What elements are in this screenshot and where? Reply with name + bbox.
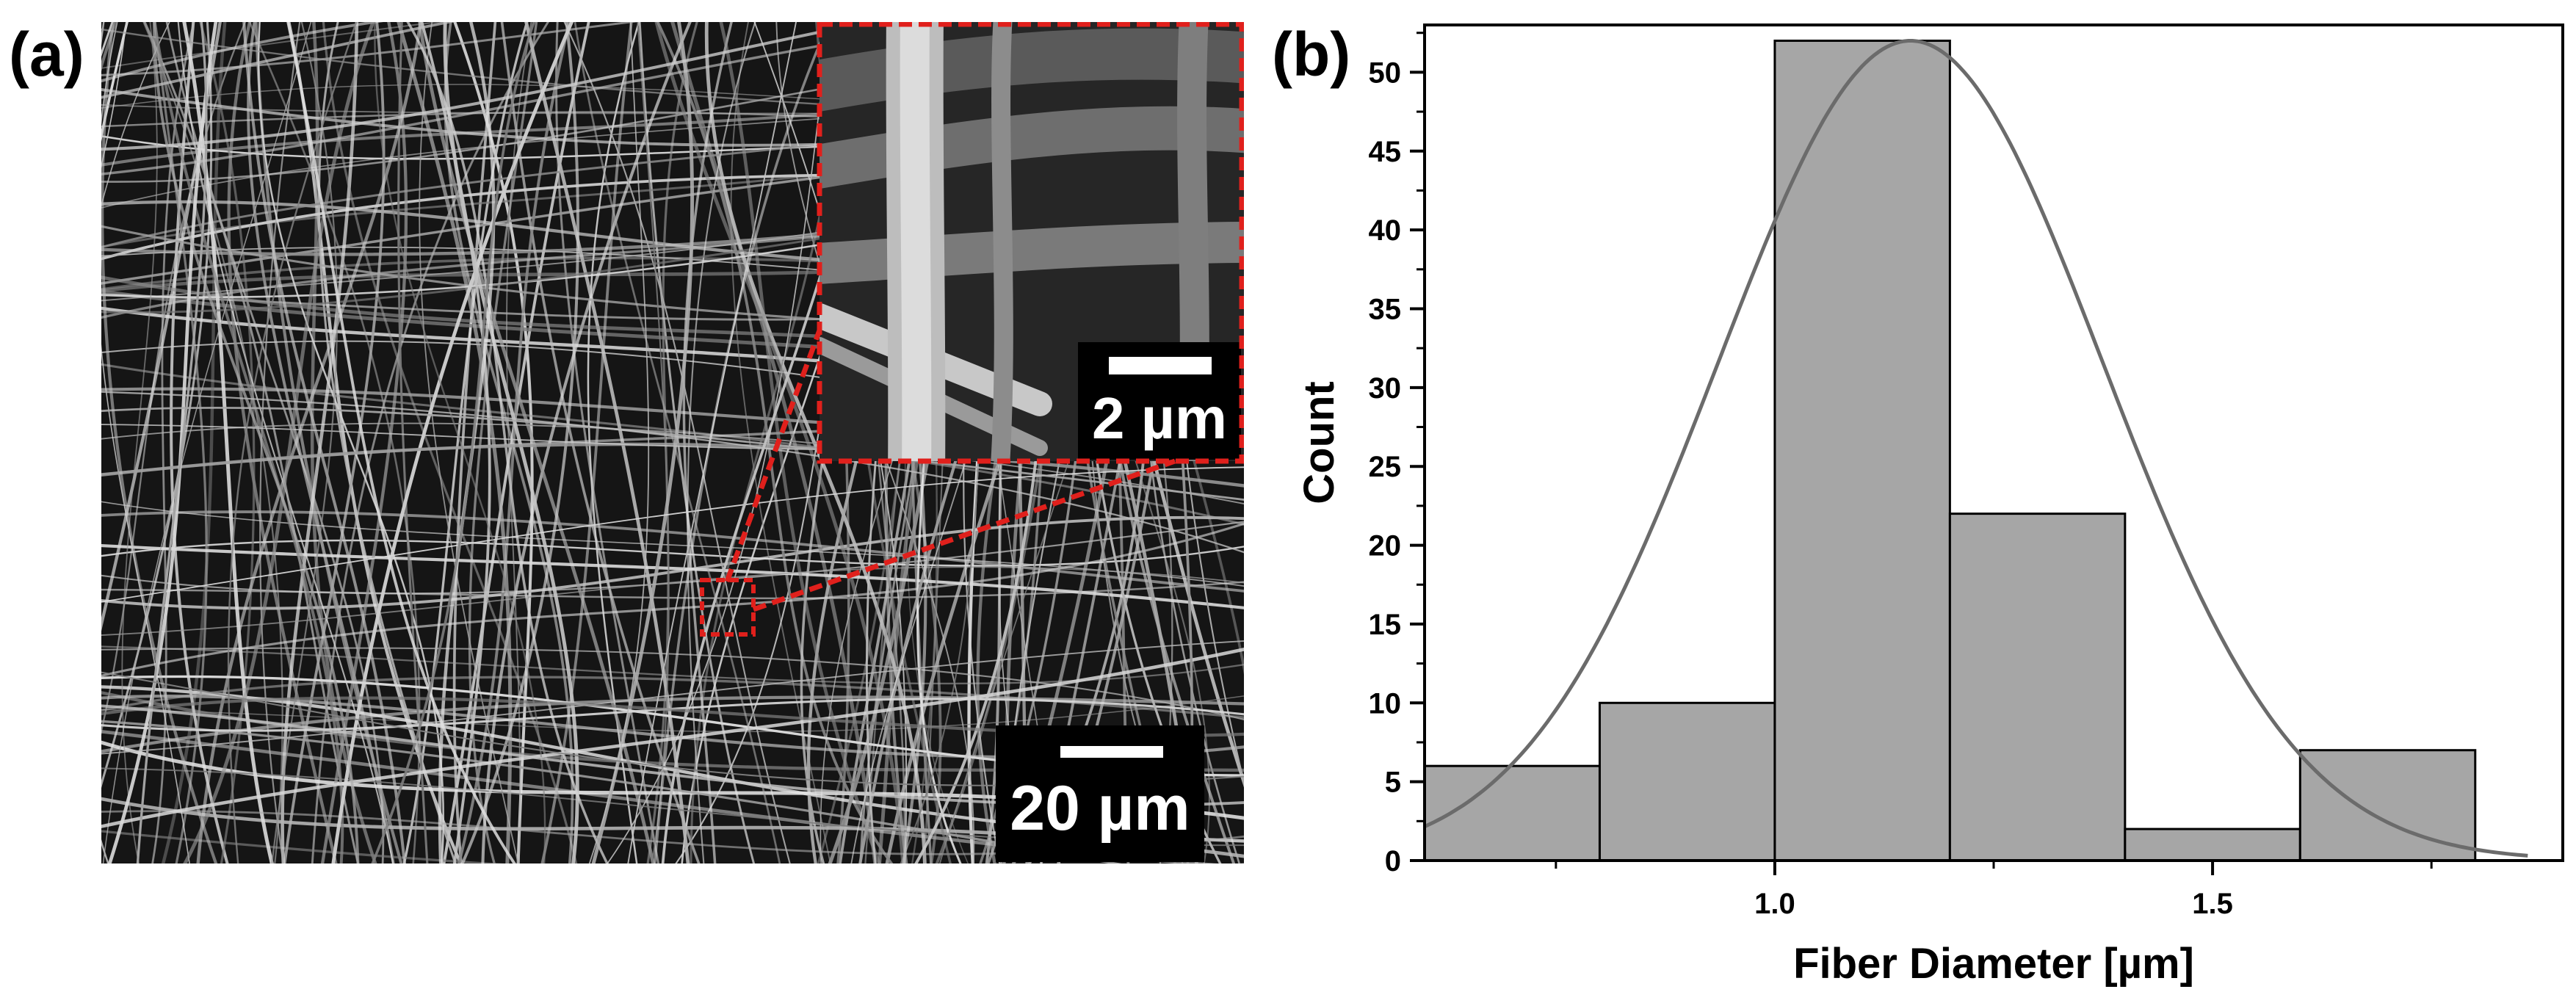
y-tick-label: 20	[1369, 530, 1402, 562]
histogram-bar	[1598, 701, 1776, 862]
y-tick-label: 40	[1369, 214, 1402, 247]
fiber-diameter-histogram: 0 5 10 15 20 25 30 35 40 45 50 1.0 1.5 Fiber Diamete…	[1295, 23, 2564, 988]
histogram-bars	[1423, 39, 2477, 862]
y-tick-label: 10	[1369, 687, 1402, 720]
panel-a-label: (a)	[9, 20, 84, 89]
inset-scale-bar: 2 µm	[1078, 342, 1241, 460]
y-tick-label: 50	[1369, 57, 1402, 89]
main-scale-bar: 20 µm	[996, 725, 1204, 862]
y-tick-label: 30	[1369, 372, 1402, 405]
x-tick-label: 1.0	[1754, 888, 1795, 920]
inset-scale-bar-line	[1109, 357, 1212, 374]
y-tick-label: 35	[1369, 293, 1402, 325]
y-axis-label: Count	[1295, 381, 1343, 504]
y-tick-label: 45	[1369, 136, 1402, 168]
panel-b-label: (b)	[1272, 20, 1351, 89]
histogram-bar	[1773, 39, 1951, 862]
histogram-bar	[1948, 513, 2127, 862]
x-axis-label: Fiber Diameter [µm]	[1793, 940, 2194, 988]
zoom-inset: 2 µm	[820, 22, 1244, 461]
y-tick-label: 15	[1369, 609, 1402, 641]
inset-scale-bar-label: 2 µm	[1092, 385, 1227, 451]
main-scale-bar-line	[1060, 746, 1163, 758]
sem-micrograph: 20 µm 2 µm	[101, 22, 1244, 863]
y-tick-label: 5	[1385, 767, 1401, 799]
gaussian-fit-curve	[1423, 39, 2528, 858]
axis-ticks: 0 5 10 15 20 25 30 35 40 45 50 1.0 1.5	[1369, 32, 2433, 920]
main-scale-bar-label: 20 µm	[1010, 773, 1190, 844]
y-tick-label: 25	[1369, 451, 1402, 483]
histogram-bar	[2124, 828, 2301, 862]
y-tick-label: 0	[1385, 845, 1401, 877]
x-tick-label: 1.5	[2192, 888, 2233, 920]
